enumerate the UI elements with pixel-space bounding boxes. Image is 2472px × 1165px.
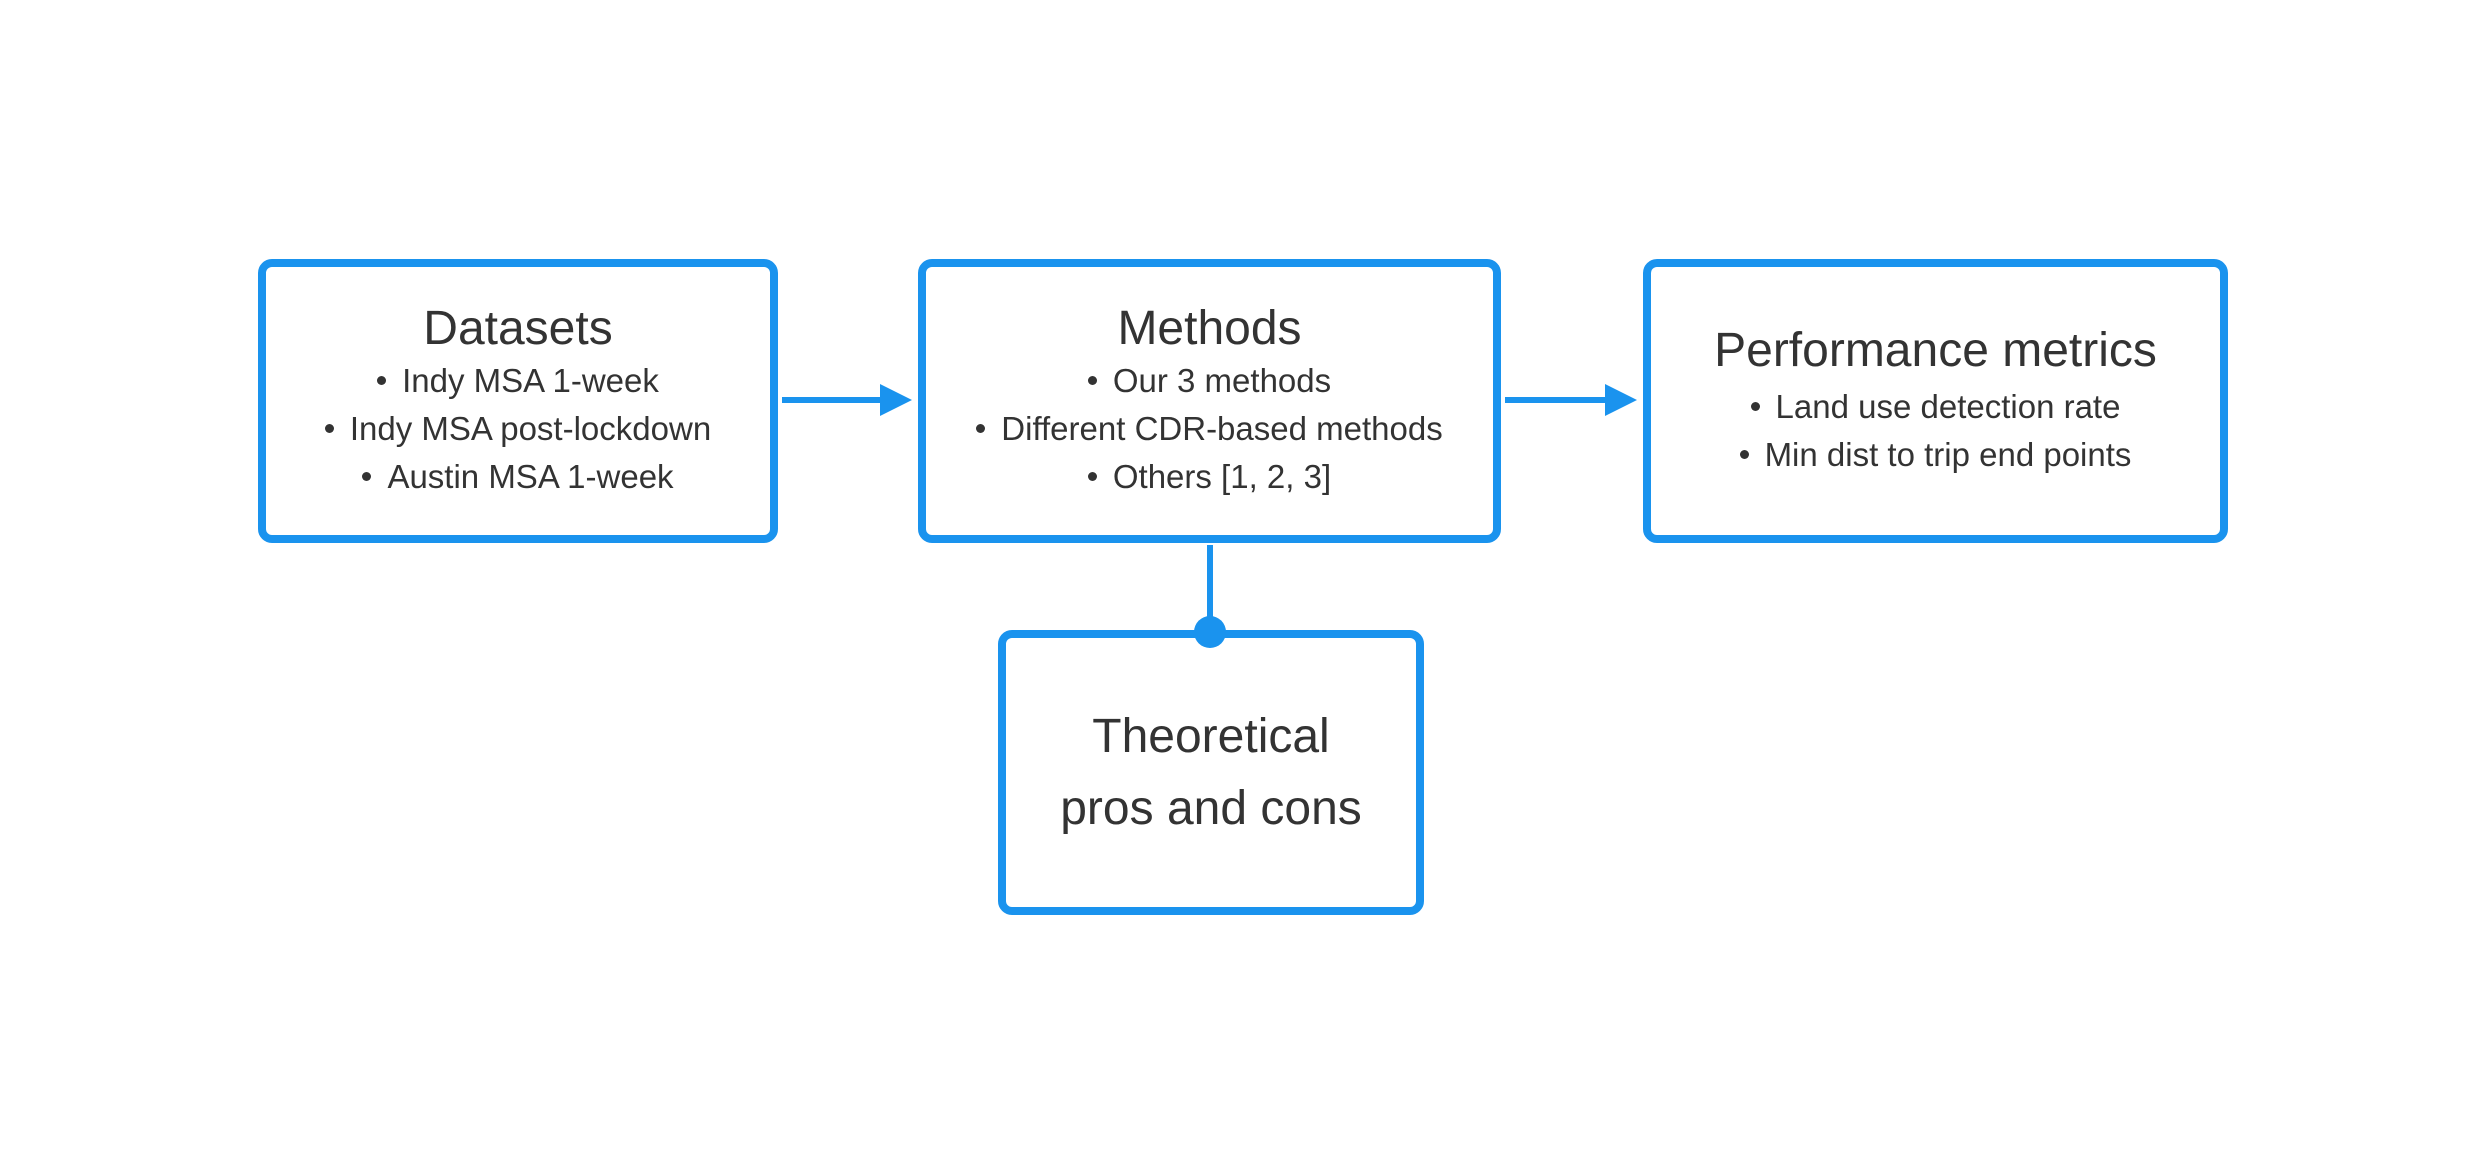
methods-list: Our 3 methods Different CDR-based method… xyxy=(976,357,1443,501)
theory-title-line1: Theoretical xyxy=(1092,709,1330,763)
list-item: Indy MSA post-lockdown xyxy=(324,405,712,453)
list-item-text: Different CDR-based methods xyxy=(1001,410,1443,447)
metrics-title: Performance metrics xyxy=(1714,324,2157,377)
list-item-text: Austin MSA 1-week xyxy=(387,458,674,495)
list-item: Others [1, 2, 3] xyxy=(976,453,1442,501)
bullet-icon xyxy=(1087,471,1097,481)
list-item: Min dist to trip end points xyxy=(1739,431,2132,479)
datasets-list: Indy MSA 1-week Indy MSA post-lockdown A… xyxy=(324,357,712,501)
bullet-icon xyxy=(1087,375,1097,385)
metrics-list: Land use detection rate Min dist to trip… xyxy=(1739,383,2132,479)
methods-box: Methods Our 3 methods Different CDR-base… xyxy=(918,259,1501,543)
list-item-text: Indy MSA 1-week xyxy=(402,362,659,399)
list-item-text: Others [1, 2, 3] xyxy=(1112,458,1332,495)
list-item: Our 3 methods xyxy=(976,357,1442,405)
methods-title: Methods xyxy=(1117,302,1302,355)
list-item: Austin MSA 1-week xyxy=(325,453,711,501)
bullet-icon xyxy=(324,423,334,433)
bullet-icon xyxy=(377,375,387,385)
list-item-text: Our 3 methods xyxy=(1112,362,1332,399)
bullet-icon xyxy=(1739,449,1749,459)
datasets-box: Datasets Indy MSA 1-week Indy MSA post-l… xyxy=(258,259,778,543)
bullet-icon xyxy=(362,471,372,481)
theoretical-box: Theoretical pros and cons xyxy=(998,630,1424,915)
arrow-methods-to-metrics xyxy=(1505,384,1637,416)
arrow-datasets-to-methods xyxy=(782,384,912,416)
datasets-title: Datasets xyxy=(423,302,613,355)
list-item-text: Land use detection rate xyxy=(1775,388,2121,425)
list-item: Indy MSA 1-week xyxy=(325,357,711,405)
list-item-text: Min dist to trip end points xyxy=(1764,436,2132,473)
list-item-text: Indy MSA post-lockdown xyxy=(349,410,712,447)
bullet-icon xyxy=(976,423,986,433)
performance-metrics-box: Performance metrics Land use detection r… xyxy=(1643,259,2228,543)
theory-title-line2: pros and cons xyxy=(1060,781,1362,835)
list-item: Land use detection rate xyxy=(1740,383,2132,431)
list-item: Different CDR-based methods xyxy=(976,405,1443,453)
bullet-icon xyxy=(1750,401,1760,411)
